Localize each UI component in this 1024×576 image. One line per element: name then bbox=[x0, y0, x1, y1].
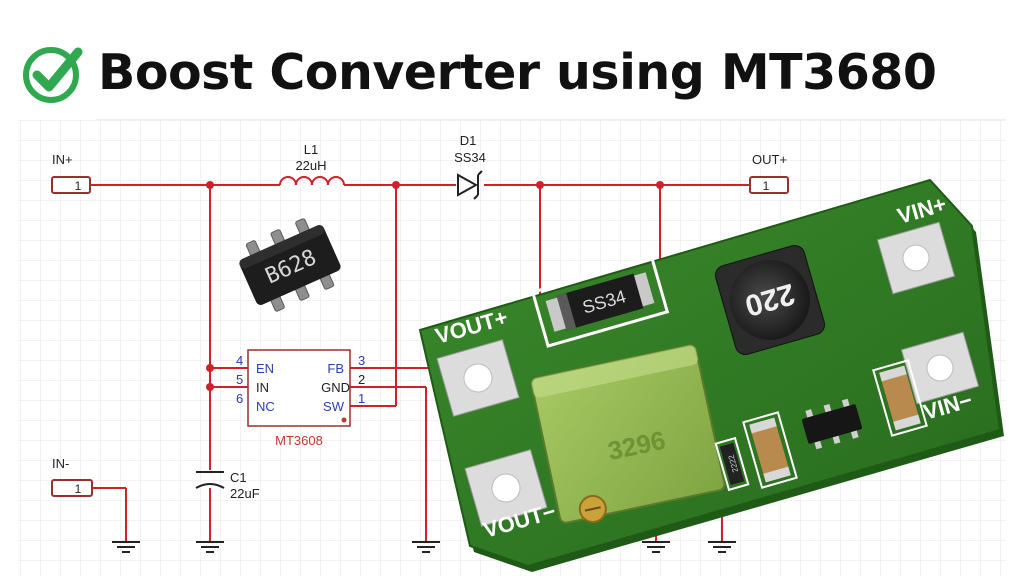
ic-pin-num: 2 bbox=[358, 372, 365, 387]
ic-pin-name: FB bbox=[327, 361, 344, 376]
pcb-smd-parts: 2222 bbox=[714, 359, 928, 492]
pcb-module: 220 SS34 3296 2222 bbox=[418, 178, 1004, 572]
ic-pin-name: NC bbox=[256, 399, 275, 414]
capacitor-value: 22uF bbox=[230, 486, 260, 501]
ic-name: MT3608 bbox=[275, 433, 323, 448]
pcb-diode: SS34 bbox=[530, 256, 670, 348]
ic-pin-name: GND bbox=[321, 380, 350, 395]
in-plus-pin: 1 bbox=[75, 179, 82, 193]
diode-value: SS34 bbox=[454, 150, 486, 165]
ic-pin-num: 6 bbox=[236, 391, 243, 406]
junction-dots bbox=[206, 181, 664, 391]
pcb-ic bbox=[801, 398, 863, 450]
capacitor-symbol bbox=[195, 471, 225, 489]
ic-pin-num: 3 bbox=[358, 353, 365, 368]
chip-package: B628 bbox=[239, 218, 341, 312]
diode-ref: D1 bbox=[460, 133, 477, 148]
ic-pin-num: 5 bbox=[236, 372, 243, 387]
pcb-inductor: 220 bbox=[714, 244, 826, 356]
inductor-ref: L1 bbox=[304, 142, 318, 157]
ic-pin1-marker bbox=[341, 417, 347, 423]
check-circle-icon bbox=[23, 47, 83, 103]
ic-pins: 4 5 6 EN IN NC FB GND SW 3 2 1 bbox=[236, 353, 365, 414]
diode-symbol bbox=[457, 170, 483, 200]
out-plus-pin: 1 bbox=[763, 179, 770, 193]
ic-pin-name: EN bbox=[256, 361, 274, 376]
in-plus-label: IN+ bbox=[52, 152, 73, 167]
in-minus-connector bbox=[51, 479, 93, 497]
in-minus-label: IN- bbox=[52, 456, 69, 471]
page-title: Boost Converter using MT3680 bbox=[98, 44, 937, 101]
ic-body bbox=[247, 349, 351, 427]
ic-pin-name: SW bbox=[323, 399, 345, 414]
ic-pin-name: IN bbox=[256, 380, 269, 395]
ic-pin-num: 4 bbox=[236, 353, 243, 368]
ic-pin-num: 1 bbox=[358, 391, 365, 406]
pcb-pads bbox=[436, 221, 980, 527]
out-plus-connector bbox=[749, 176, 789, 194]
ground-symbols bbox=[112, 541, 736, 553]
capacitor-ref: C1 bbox=[230, 470, 247, 485]
inductor-value: 22uH bbox=[295, 158, 326, 173]
out-plus-label: OUT+ bbox=[752, 152, 787, 167]
pcb-potentiometer: 3296 bbox=[530, 344, 726, 524]
in-minus-pin: 1 bbox=[75, 482, 82, 496]
in-plus-connector bbox=[51, 176, 91, 194]
header: Boost Converter using MT3680 bbox=[0, 0, 1024, 118]
inductor-symbol bbox=[279, 176, 345, 186]
